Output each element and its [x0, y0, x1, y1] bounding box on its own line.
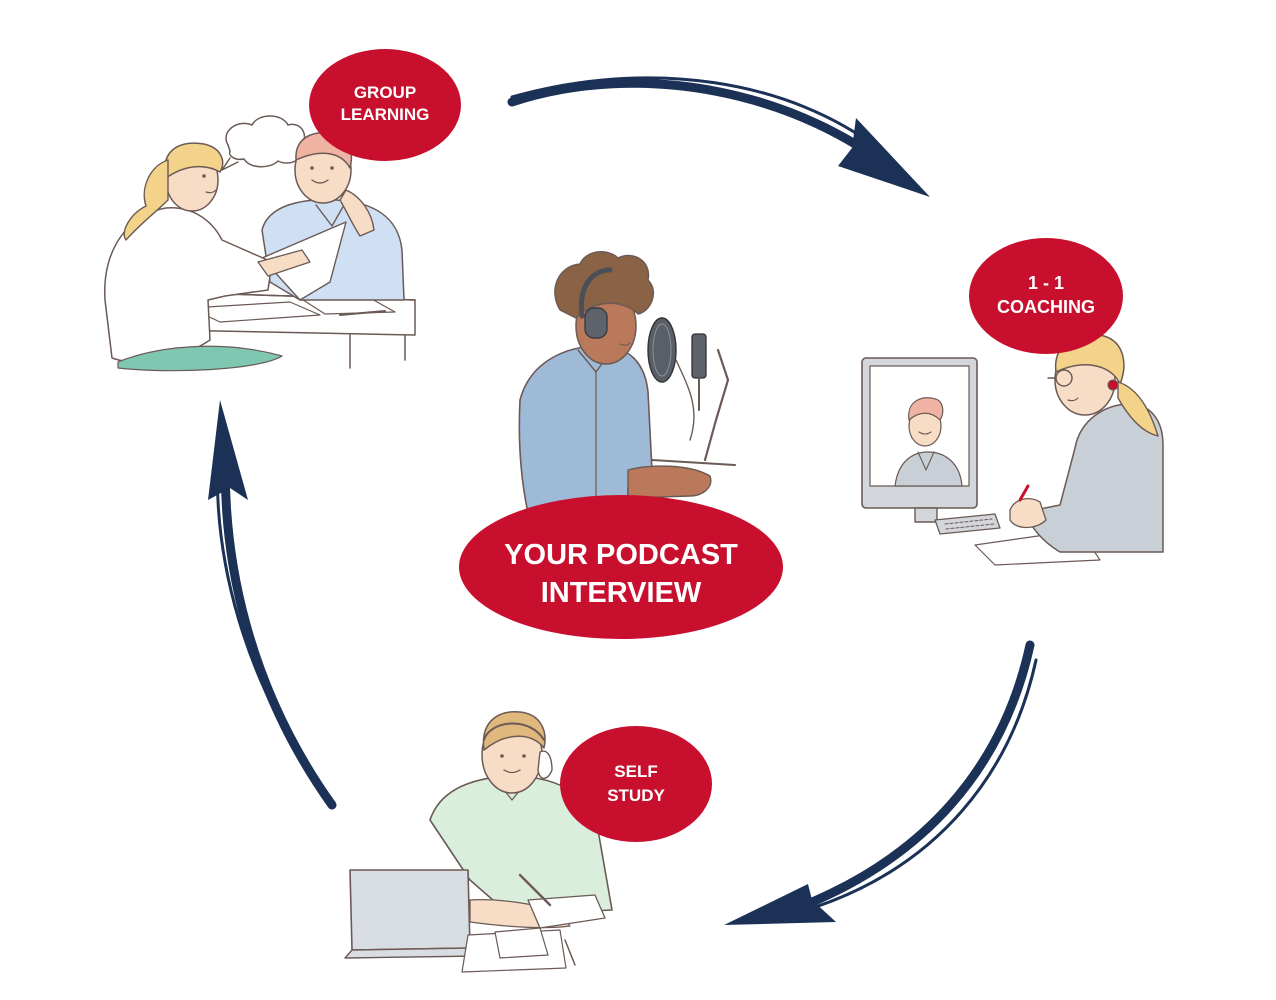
- laptop-icon: [344, 869, 481, 959]
- group-learning-illustration: [104, 115, 416, 372]
- coaching-line1: 1 - 1: [1028, 273, 1064, 293]
- headphones-icon: [578, 267, 613, 339]
- monitor-icon: [861, 357, 978, 523]
- podcast-illustration: [518, 251, 736, 523]
- arrow-left-icon: [208, 400, 337, 810]
- speech-bubble-icon: [221, 115, 306, 171]
- coaching-line2: COACHING: [997, 297, 1095, 317]
- microphone-icon: [647, 317, 707, 441]
- group-learning-line2: LEARNING: [341, 105, 430, 124]
- self-study-line1: SELF: [614, 762, 657, 781]
- arrow-right-icon: [724, 640, 1038, 925]
- podcast-line2: INTERVIEW: [541, 577, 702, 609]
- self-study-line2: STUDY: [607, 786, 665, 805]
- self-study-illustration: [344, 711, 613, 973]
- group-learning-label: GROUP LEARNING: [309, 49, 461, 161]
- group-learning-line1: GROUP: [354, 83, 416, 102]
- arrow-top-icon: [507, 76, 930, 197]
- podcast-interview-label: YOUR PODCAST INTERVIEW: [459, 495, 783, 639]
- coaching-label: 1 - 1 COACHING: [969, 238, 1123, 354]
- self-study-label: SELF STUDY: [560, 726, 712, 842]
- podcast-line1: YOUR PODCAST: [504, 539, 738, 571]
- coaching-illustration: [861, 333, 1164, 566]
- cycle-arrows: [208, 76, 1038, 925]
